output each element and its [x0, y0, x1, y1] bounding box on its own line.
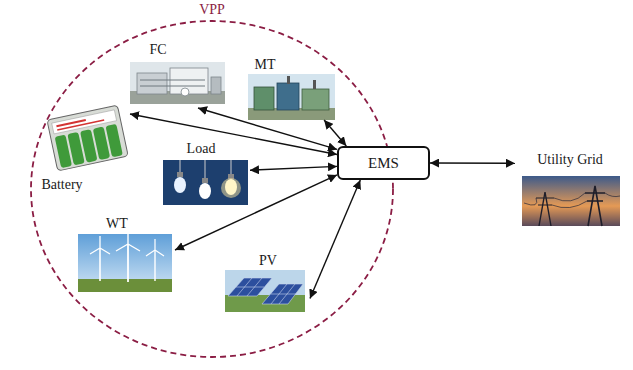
sticker-mark [57, 119, 104, 130]
box-label: EMS [368, 154, 399, 172]
exhaust-stack [287, 76, 290, 84]
sticker-mark [56, 119, 86, 127]
bulb-base [177, 172, 183, 177]
battery-cell [105, 124, 122, 158]
plant-building [137, 73, 167, 94]
component-label: Load [187, 141, 216, 157]
pylon-arm [585, 193, 605, 201]
vpp-outline [30, 20, 394, 358]
vpp-region: VPPFCMTBatteryLoadWTPV [30, 20, 394, 358]
bulb [174, 177, 186, 193]
wind-turbine-picture [78, 230, 172, 292]
bulb-base [202, 178, 208, 183]
solar-panel-picture [225, 270, 305, 312]
lamp-cord [180, 160, 181, 172]
utility-grid-picture [522, 176, 620, 226]
load-node: Load [163, 140, 250, 207]
plant-pipe [140, 80, 205, 81]
turbine-tower [99, 248, 101, 281]
panel-grid [236, 278, 296, 304]
microturbine-node: MT [245, 56, 338, 120]
load-picture [163, 160, 248, 205]
connector-arrow [324, 120, 346, 146]
turbine-container [254, 87, 274, 110]
turbine-tower [127, 244, 129, 282]
pylon [539, 192, 551, 226]
plant-pipe [140, 86, 205, 87]
connector-arrow [175, 175, 337, 250]
picture-sky [248, 74, 335, 120]
vpp-dashed-boundary [31, 21, 393, 357]
component-label: MT [255, 57, 276, 73]
lamp-cord [231, 160, 232, 174]
battery-node: Battery [45, 105, 130, 195]
battery-sticker [52, 110, 117, 134]
plant-tank [181, 88, 189, 96]
picture-sky [522, 176, 620, 226]
connector-arrow [250, 166, 337, 170]
turbine-container [277, 83, 299, 110]
connector-arrow [130, 114, 337, 155]
component-label: PV [259, 253, 277, 269]
picture-ground [163, 160, 248, 205]
bulb [225, 179, 237, 195]
turbine-tower [154, 250, 155, 281]
battery-case [47, 105, 128, 171]
wind-turbine-node: WT [75, 214, 175, 294]
power-wire [524, 193, 620, 208]
exhaust-stack [313, 80, 316, 89]
picture-sky [130, 62, 225, 104]
lamp-cord [205, 160, 206, 178]
turbine-container [302, 89, 329, 110]
connector-arrow [310, 180, 360, 299]
component-label: Battery [41, 177, 82, 193]
turbine-blades [116, 230, 140, 251]
bulb-glow [221, 178, 241, 198]
connector-arrow [430, 162, 515, 164]
turbine-blades [90, 236, 110, 254]
fuel-cell-picture [130, 62, 225, 104]
pylon-arm [536, 198, 554, 205]
connector-arrow [198, 108, 337, 149]
turbine-blades [146, 239, 164, 256]
picture-sky [225, 270, 305, 312]
battery-picture [47, 105, 128, 171]
plant-tank [211, 77, 221, 94]
fuel-cell-node: FC [128, 38, 228, 108]
region-label: VPP [199, 2, 225, 18]
utility-grid-node: Utility Grid [515, 150, 625, 228]
component-label: FC [149, 42, 166, 58]
ems-box: EMS [337, 146, 430, 180]
pv-node: PV [222, 252, 310, 314]
bulb [199, 183, 211, 199]
picture-sky [78, 234, 172, 292]
plant-building [170, 68, 208, 94]
microturbine-picture [248, 74, 335, 120]
component-label: WT [106, 216, 128, 232]
picture-ground [78, 279, 172, 292]
component-label: Utility Grid [537, 152, 603, 168]
pylon [588, 186, 602, 226]
